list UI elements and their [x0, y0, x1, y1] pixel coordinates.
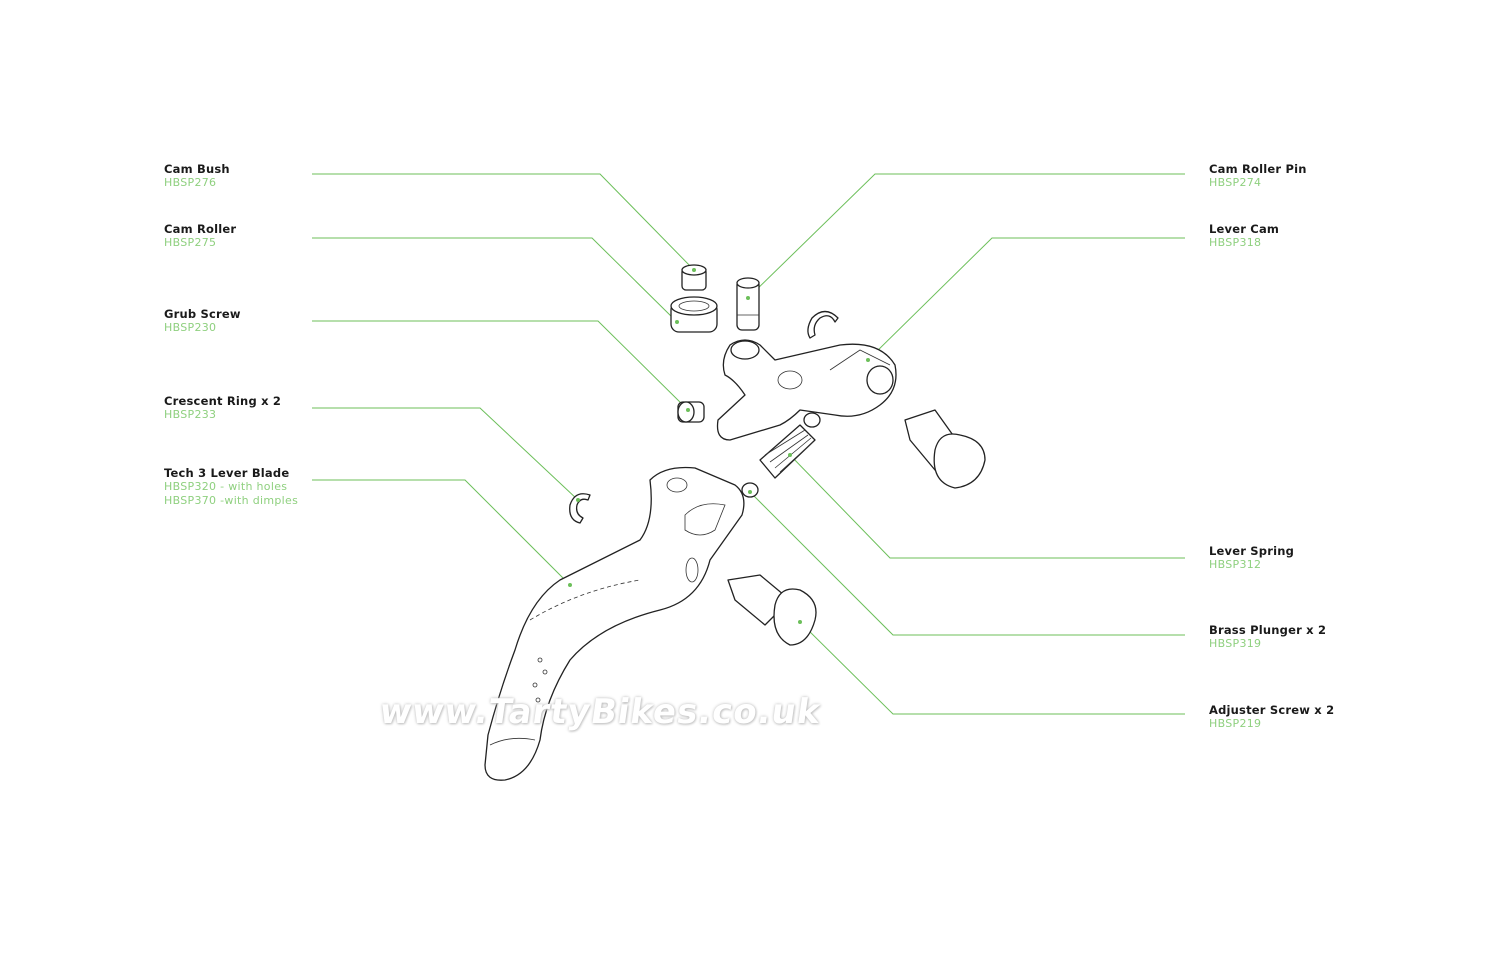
lever-blade-drawing: [484, 466, 745, 781]
leader-lines: [312, 173, 1185, 715]
label-lever-spring: Lever Spring HBSP312: [1209, 544, 1294, 572]
part-name: Grub Screw: [164, 307, 241, 321]
part-code: HBSP320 - with holes: [164, 480, 288, 493]
label-lever-cam: Lever Cam HBSP318: [1209, 222, 1279, 250]
part-name: Cam Bush: [164, 162, 230, 176]
label-cam-bush: Cam Bush HBSP276: [164, 162, 230, 190]
part-name: Lever Spring: [1209, 544, 1295, 558]
spring-plunger-drawing: [727, 409, 986, 646]
label-brass-plunger: Brass Plunger x 2 HBSP319: [1209, 623, 1326, 651]
part-code: HBSP274: [1209, 176, 1262, 189]
part-code: HBSP370 -with dimples: [164, 494, 299, 507]
label-cam-roller-pin: Cam Roller Pin HBSP274: [1209, 162, 1307, 190]
part-code: HBSP275: [164, 236, 217, 249]
part-code: HBSP319: [1209, 637, 1262, 650]
part-code: HBSP312: [1209, 558, 1262, 571]
part-name: Lever Cam: [1209, 222, 1280, 236]
watermark: www.TartyBikes.co.uk: [377, 692, 824, 732]
leader-grub-screw: [312, 320, 689, 411]
part-code: HBSP318: [1209, 236, 1262, 249]
leader-adjuster-screw: [799, 621, 1185, 715]
part-name: Cam Roller: [164, 222, 237, 236]
part-name: Cam Roller Pin: [1209, 162, 1307, 176]
part-name: Brass Plunger x 2: [1209, 623, 1327, 637]
part-name: Adjuster Screw x 2: [1209, 703, 1335, 717]
leader-brass-plunger: [749, 491, 1185, 636]
lever-cam-drawing: [716, 339, 897, 441]
leader-cam-roller-pin: [747, 173, 1185, 299]
leader-lever-blade: [312, 479, 571, 586]
part-code: HBSP276: [164, 176, 217, 189]
label-adjuster-screw: Adjuster Screw x 2 HBSP219: [1209, 703, 1334, 731]
part-name: Tech 3 Lever Blade: [164, 466, 290, 480]
part-code: HBSP230: [164, 321, 217, 334]
label-cam-roller: Cam Roller HBSP275: [164, 222, 236, 250]
leader-cam-roller: [312, 237, 678, 323]
label-crescent-ring: Crescent Ring x 2 HBSP233: [164, 394, 281, 422]
leader-anchors: [568, 268, 870, 624]
leader-cam-bush: [312, 173, 695, 271]
label-grub-screw: Grub Screw HBSP230: [164, 307, 241, 335]
part-name: Crescent Ring x 2: [164, 394, 282, 408]
part-code: HBSP219: [1209, 717, 1262, 730]
leader-lever-spring: [789, 454, 1185, 559]
small-parts-drawing: [569, 264, 839, 524]
label-lever-blade: Tech 3 Lever Blade HBSP320 - with holes …: [164, 466, 298, 508]
leader-crescent-ring: [312, 407, 579, 501]
part-code: HBSP233: [164, 408, 217, 421]
leader-lever-cam: [867, 237, 1185, 361]
